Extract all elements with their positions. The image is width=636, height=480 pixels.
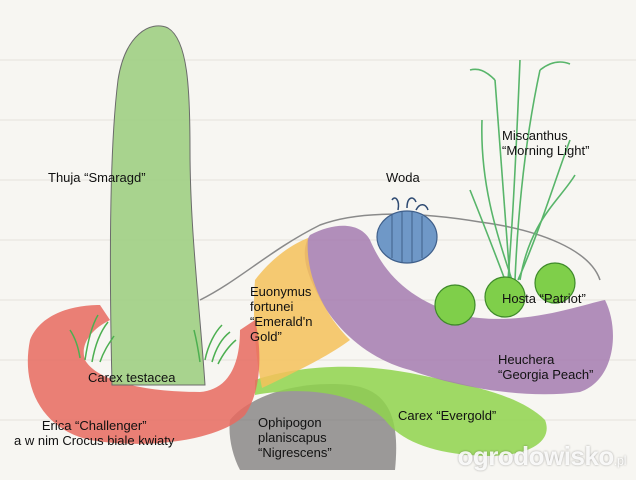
label-ophipogon-line3: “Nigrescens” xyxy=(258,445,332,460)
label-hosta: Hosta “Patriot” xyxy=(502,291,586,306)
thuja-shape xyxy=(109,25,206,386)
label-erica: Erica “Challenger” a w nim Crocus biale … xyxy=(14,418,174,448)
water-feature xyxy=(376,197,438,264)
label-erica-line1: Erica “Challenger” xyxy=(41,418,147,433)
miscanthus-grass xyxy=(469,59,576,281)
label-woda: Woda xyxy=(386,170,420,185)
label-ophipogon-line1: Ophipogon xyxy=(258,415,322,430)
label-euonymus-line2: fortunei xyxy=(250,299,294,314)
label-miscanthus: Miscanthus “Morning Light” xyxy=(502,128,589,158)
label-carex-testacea: Carex testacea xyxy=(88,370,176,385)
heuchera-area xyxy=(304,225,613,395)
carex-evergold-area xyxy=(255,366,547,456)
hosta-plants xyxy=(434,262,576,326)
label-euonymus-line1: Euonymus xyxy=(250,284,312,299)
label-euonymus: Euonymus fortunei “Emerald'n Gold” xyxy=(250,284,312,344)
carex-testacea-grass xyxy=(69,314,237,365)
label-ophipogon: Ophipogon planiscapus “Nigrescens” xyxy=(258,415,332,460)
watermark-tld: .pl xyxy=(613,453,627,468)
watermark-site: ogrodowisko xyxy=(457,441,614,471)
label-erica-line2: a w nim Crocus biale kwiaty xyxy=(14,433,175,448)
erica-area xyxy=(27,305,260,444)
label-heuchera: Heuchera “Georgia Peach” xyxy=(498,352,593,382)
label-heuchera-line2: “Georgia Peach” xyxy=(498,367,594,382)
label-thuja: Thuja “Smaragd” xyxy=(48,170,146,185)
ophipogon-area xyxy=(229,384,397,470)
label-euonymus-line4: Gold” xyxy=(250,329,282,344)
label-carex-evergold: Carex “Evergold” xyxy=(398,408,497,423)
euonymus-area xyxy=(253,238,350,388)
label-euonymus-line3: “Emerald'n xyxy=(250,314,313,329)
label-miscanthus-line1: Miscanthus xyxy=(502,128,568,143)
label-heuchera-line1: Heuchera xyxy=(498,352,555,367)
watermark-logo: ogrodowisko.pl xyxy=(457,441,626,472)
label-ophipogon-line2: planiscapus xyxy=(258,430,327,445)
label-miscanthus-line2: “Morning Light” xyxy=(502,143,590,158)
